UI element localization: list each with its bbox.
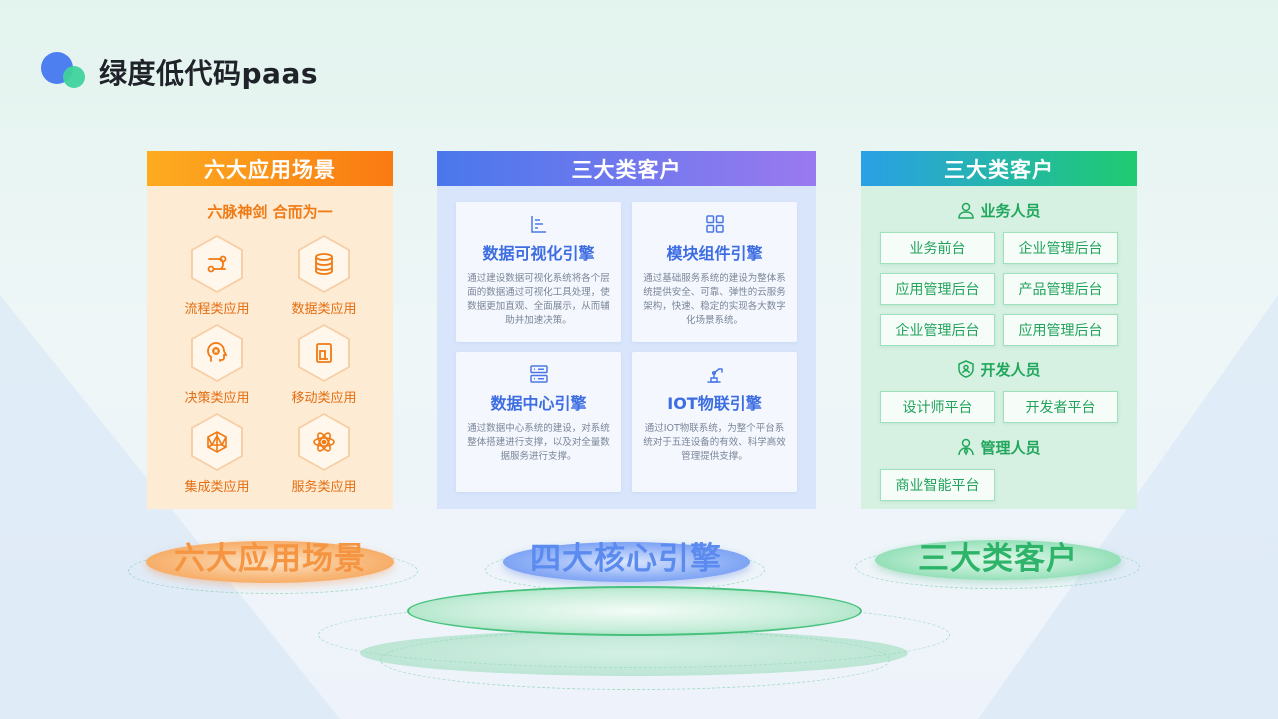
engine-description: 通过数据中心系统的建设，对系统整体搭建进行支撑，以及对全量数据服务进行支撑。 [467,423,610,462]
scene-integration[interactable]: 集成类应用 [162,413,272,495]
customers-panel-header: 三大类客户 [861,151,1137,186]
platform-chip[interactable]: 设计师平台 [880,391,995,423]
platform-chip[interactable]: 企业管理后台 [880,314,995,346]
scene-mobile[interactable]: 移动类应用 [269,324,379,406]
integration-icon [207,431,227,453]
engine-title: 模块组件引擎 [666,244,763,263]
server-icon [529,365,548,383]
grid-icon [705,215,724,233]
base-platform-lower [360,630,908,676]
engine-description: 通过建设数据可视化系统将各个层面的数据通过可视化工具处理，使数据更加直观、全面展… [467,273,610,326]
mobile-icon [316,343,332,363]
scenes-slogan: 六脉神剑 合而为一 [207,203,333,221]
engine-card-module[interactable]: 模块组件引擎 通过基础服务系统的建设为整体系统提供安全、可靠、弹性的云服务架构，… [632,202,797,342]
scene-label: 流程类应用 [184,302,250,317]
scene-data[interactable]: 数据类应用 [269,235,379,317]
platform-chip[interactable]: 企业管理后台 [1003,232,1118,264]
engine-description: 通过基础服务系统的建设为整体系统提供安全、可靠、弹性的云服务架构，快速、稳定的实… [643,273,786,326]
pedestal-label-middle: 四大核心引擎 [530,541,722,577]
platform-chip[interactable]: 开发者平台 [1003,391,1118,423]
scene-decision[interactable]: 决策类应用 [162,324,272,406]
platform-chip[interactable]: 应用管理后台 [880,273,995,305]
platform-chip[interactable]: 业务前台 [880,232,995,264]
scenes-panel-header: 六大应用场景 [147,151,393,186]
page-title: 绿度低代码paas [99,57,318,90]
pedestal-middle [503,542,750,582]
engine-title: 数据可视化引擎 [482,244,595,263]
role-label: 管理人员 [980,439,1041,457]
role-heading-developer: 开发人员 [861,359,1137,380]
engine-description: 通过IOT物联系统，为整个平台系统对于五连设备的有效、科学高效管理提供支撑。 [643,423,786,462]
pedestal-label-right: 三大类客户 [918,541,1078,577]
pedestal-left [146,541,394,583]
platform-chip[interactable]: 产品管理后台 [1003,273,1118,305]
engines-panel-header: 三大类客户 [437,151,816,186]
engine-card-visualization[interactable]: 数据可视化引擎 通过建设数据可视化系统将各个层面的数据通过可视化工具处理，使数据… [456,202,621,342]
scene-label: 移动类应用 [291,391,357,406]
scene-label: 决策类应用 [184,391,250,406]
manager-icon [958,438,975,456]
robot-arm-icon [706,368,723,383]
scene-flow[interactable]: 流程类应用 [162,235,272,317]
base-platform-top [407,586,862,636]
scene-label: 服务类应用 [291,480,357,495]
database-icon [315,253,333,275]
role-heading-business: 业务人员 [861,200,1137,221]
pedestal-right [875,540,1121,580]
shield-user-icon [958,360,975,378]
role-heading-manager: 管理人员 [861,437,1137,458]
user-icon [958,202,975,219]
atom-icon [313,432,335,452]
platform-chip[interactable]: 应用管理后台 [1003,314,1118,346]
engine-title: 数据中心引擎 [490,394,587,413]
role-label: 开发人员 [980,361,1041,379]
brand-logo [41,52,87,90]
role-label: 业务人员 [980,202,1041,220]
engines-panel: 三大类客户 数据可视化引擎 通过建设数据可视化系统将各个层面的数据通过可视化工具… [437,151,816,509]
scene-label: 数据类应用 [291,302,357,317]
brain-icon [207,342,228,362]
chart-list-icon [530,216,546,233]
customers-panel: 三大类客户 业务人员 业务前台 企业管理后台 应用管理后台 产品管理后台 企业管… [861,151,1137,509]
flow-icon [207,255,227,273]
scene-service[interactable]: 服务类应用 [269,413,379,495]
pedestal-label-left: 六大应用场景 [174,541,366,577]
engine-card-datacenter[interactable]: 数据中心引擎 通过数据中心系统的建设，对系统整体搭建进行支撑，以及对全量数据服务… [456,352,621,492]
scene-label: 集成类应用 [184,480,250,495]
engine-title: IOT物联引擎 [667,394,762,413]
engine-card-iot[interactable]: IOT物联引擎 通过IOT物联系统，为整个平台系统对于五连设备的有效、科学高效管… [632,352,797,492]
scenes-panel: 六大应用场景 六脉神剑 合而为一 流程类应用 数据类应用 [147,151,393,509]
platform-chip[interactable]: 商业智能平台 [880,469,995,501]
